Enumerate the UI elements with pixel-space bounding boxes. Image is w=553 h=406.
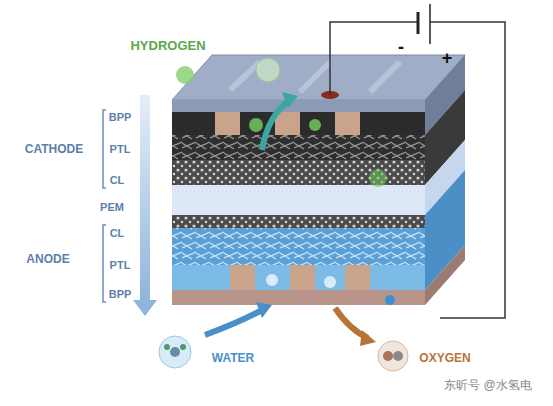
atom	[164, 344, 170, 350]
pem	[172, 185, 425, 215]
layer-label: BPP	[109, 111, 132, 123]
battery-minus-plate	[417, 12, 420, 34]
arrowhead	[256, 302, 272, 318]
hydrogen-bubble	[369, 169, 387, 187]
atom	[180, 344, 186, 350]
battery-plus-plate	[429, 4, 431, 44]
hydrogen-bubble	[256, 58, 280, 82]
water-bubble	[324, 276, 336, 288]
rib	[345, 265, 370, 290]
layer-label: CL	[110, 174, 125, 186]
cathode-channels	[172, 112, 425, 135]
arrowhead	[360, 330, 376, 346]
rib	[230, 265, 255, 290]
side-face	[425, 245, 465, 305]
polarity-sign: +	[442, 48, 453, 69]
layer-label: CL	[110, 227, 125, 239]
water-bubble	[266, 274, 278, 286]
anode-ptl	[172, 228, 425, 265]
bracket	[103, 110, 106, 188]
layer-label: PTL	[110, 259, 131, 271]
rib	[335, 112, 360, 135]
anode-cl	[172, 215, 425, 228]
rib	[275, 112, 300, 135]
hydrogen-label: HYDROGEN	[130, 38, 205, 53]
polarity-sign: -	[398, 37, 404, 58]
electrode-label: CATHODE	[25, 142, 83, 156]
hydrogen-bubble	[176, 66, 194, 84]
hydrogen-out-arrow	[262, 100, 290, 150]
electrode-label: ANODE	[26, 252, 69, 266]
layer-label: PTL	[110, 143, 131, 155]
oxygen-molecule	[378, 341, 408, 371]
oxygen-bubble	[385, 295, 395, 305]
water-molecule	[159, 336, 191, 368]
cathode-cl	[172, 160, 425, 185]
rib	[215, 112, 240, 135]
oxygen-label: OXYGEN	[419, 351, 470, 365]
cathode-bpp	[172, 100, 425, 112]
water-in-arrow	[205, 310, 262, 335]
hydrogen-bubble	[249, 118, 263, 132]
flow-arrow	[140, 95, 150, 303]
watermark: 东昕号 @水氢电	[444, 377, 532, 394]
rib	[290, 265, 315, 290]
anode-bpp	[172, 290, 425, 305]
bracket	[103, 225, 106, 302]
cathode-ptl	[172, 135, 425, 160]
atom	[383, 351, 393, 361]
wire	[430, 22, 505, 318]
flow-arrowhead	[133, 300, 157, 316]
hydrogen-bubble	[309, 119, 321, 131]
arrowhead	[282, 92, 298, 108]
plate-top-face	[172, 55, 465, 100]
atom	[170, 347, 180, 357]
layer-label: BPP	[109, 288, 132, 300]
anode-channels	[172, 265, 425, 290]
wire	[330, 22, 418, 95]
plate-pattern	[230, 62, 400, 92]
layer-label: PEM	[100, 201, 124, 213]
water-label: WATER	[212, 351, 254, 365]
atom	[393, 351, 403, 361]
